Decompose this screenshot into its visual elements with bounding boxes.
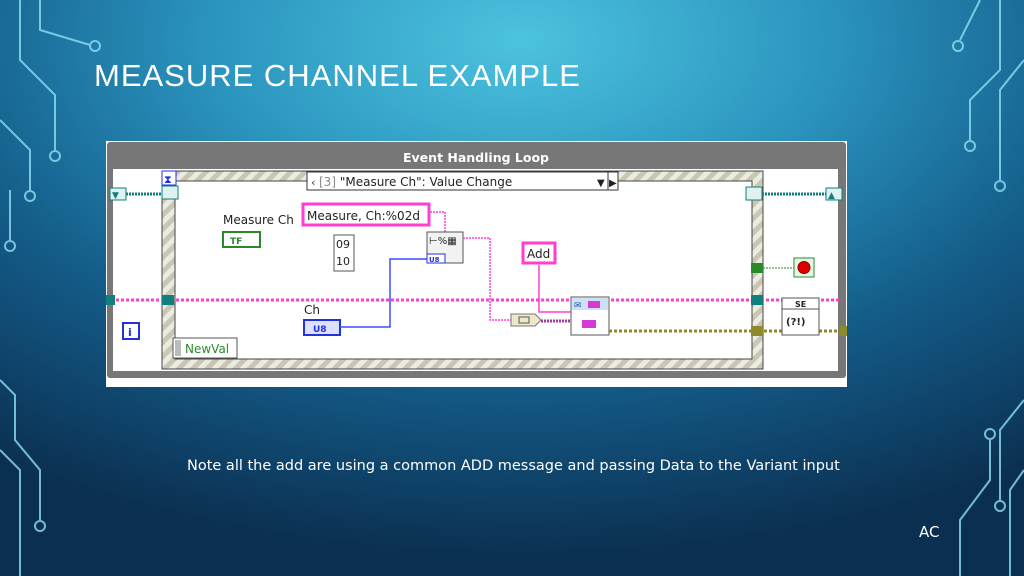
svg-text:SE: SE [795,300,806,309]
hourglass-icon [161,170,177,186]
svg-text:⧗: ⧗ [164,173,172,186]
svg-text:i: i [128,326,132,339]
svg-text:⊢%▦: ⊢%▦ [429,236,457,247]
to-variant-node[interactable] [510,313,542,327]
slide-note: Note all the add are using a common ADD … [187,458,840,474]
dropdown-arrow-icon: ▼ [597,178,605,189]
svg-text:TF: TF [230,237,242,247]
add-message-constant[interactable]: Add [521,241,557,265]
event-registration-left-icon [161,185,179,200]
labview-block-diagram: Event Handling Loop ‹ [3] "Measure Ch": … [106,141,847,387]
next-case-icon: ▶ [609,178,617,189]
shift-register-right-icon [825,187,843,201]
svg-text:▲: ▲ [828,191,835,201]
stop-terminal[interactable] [793,257,815,278]
svg-text:Add: Add [527,247,550,261]
boolean-terminal[interactable]: TF [222,231,261,248]
error-handler-subvi[interactable]: SE (?!) [781,297,820,336]
svg-text:NewVal: NewVal [185,342,229,356]
svg-text:‹: ‹ [311,176,315,189]
svg-text:U8: U8 [429,256,440,264]
svg-text:[3] "Measure Ch": Value Change: [3] "Measure Ch": Value Change [319,175,512,189]
slide-title: MEASURE CHANNEL EXAMPLE [94,58,581,93]
event-registration-right-icon [745,186,763,201]
enqueue-message-node[interactable]: ✉ [570,296,610,336]
case-list: 09 10 [333,234,355,272]
loop-label: Event Handling Loop [403,150,549,165]
ch-label: Ch [304,303,320,317]
svg-text:▼: ▼ [112,191,119,201]
envelope-icon: ✉ [574,301,582,311]
svg-text:U8: U8 [313,325,327,335]
svg-text:09: 09 [336,238,350,251]
event-case-selector[interactable]: ‹ [3] "Measure Ch": Value Change ▼ ▶ [306,171,619,191]
format-into-string-node[interactable]: ⊢%▦ U8 [426,231,464,264]
svg-text:(?!): (?!) [786,317,806,328]
iteration-terminal: i [122,322,140,340]
svg-text:Measure, Ch:%02d: Measure, Ch:%02d [307,209,420,223]
format-string-constant[interactable]: Measure, Ch:%02d [301,202,431,227]
ch-numeric-terminal[interactable]: U8 [303,319,341,336]
event-data-node: NewVal [172,337,238,359]
svg-text:10: 10 [336,255,350,268]
slide-footer: AC [919,523,940,541]
event-structure [161,170,764,370]
measure-ch-label: Measure Ch [223,213,294,227]
